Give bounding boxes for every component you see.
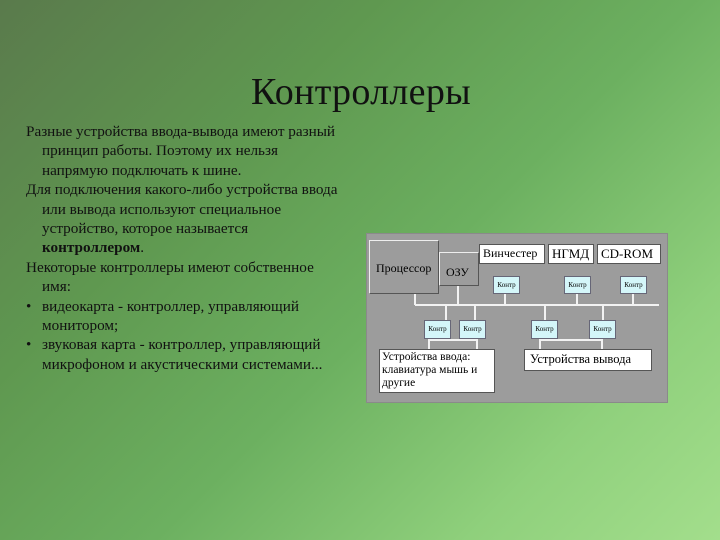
processor-bus-link <box>414 288 416 305</box>
system-bus <box>415 304 659 306</box>
output-link <box>539 339 603 341</box>
hdd-block: Винчестер <box>479 244 545 264</box>
floppy-block: НГМД <box>548 244 594 264</box>
cdrom-label: CD-ROM <box>601 246 654 261</box>
bullet-text: видеокарта - контроллер, управляющий мон… <box>42 297 299 335</box>
bus-link <box>544 305 546 320</box>
bullet-text: звуковая карта - контроллер, управляющий… <box>42 336 323 373</box>
floppy-label: НГМД <box>552 246 590 261</box>
controller-input-2: Контр <box>459 320 486 339</box>
controller-input-1: Контр <box>424 320 451 339</box>
output-link <box>601 339 603 349</box>
bus-link <box>576 294 578 304</box>
bullet-item-videocard: • видеокарта - контроллер, управляющий мо… <box>26 297 346 336</box>
paragraph-2: Для подключения какого-либо устройства в… <box>26 180 346 258</box>
slide-body: Разные устройства ввода-вывода имеют раз… <box>26 122 346 374</box>
bullet-marker: • <box>26 336 32 354</box>
bus-link <box>474 305 476 320</box>
controller-term: контроллером <box>42 239 141 257</box>
ram-block: ОЗУ <box>439 252 479 286</box>
input-link <box>476 339 478 349</box>
slide-title: Контроллеры <box>251 71 471 113</box>
hdd-label: Винчестер <box>483 246 538 260</box>
input-link <box>428 339 478 341</box>
paragraph-3: Некоторые контроллеры имеют собственное … <box>26 258 314 296</box>
cdrom-block: CD-ROM <box>597 244 661 264</box>
input-devices-label: Устройства ввода: клавиатура мышь и друг… <box>382 351 478 389</box>
input-devices-block: Устройства ввода: клавиатура мышь и друг… <box>379 349 495 393</box>
output-devices-label: Устройства вывода <box>530 352 632 366</box>
output-devices-block: Устройства вывода <box>524 349 652 371</box>
processor-label: Процессор <box>376 261 432 275</box>
controller-hdd: Контр <box>493 276 520 294</box>
bus-link <box>632 294 634 304</box>
controller-cdrom: Контр <box>620 276 647 294</box>
controller-floppy: Контр <box>564 276 591 294</box>
paragraph-1: Разные устройства ввода-вывода имеют раз… <box>26 123 336 179</box>
paragraph-2-end: . <box>140 239 145 257</box>
controller-output-1: Контр <box>531 320 558 339</box>
bus-link <box>445 305 447 320</box>
architecture-diagram: Процессор ОЗУ Винчестер НГМД CD-ROM Конт… <box>366 233 668 403</box>
bullet-marker: • <box>26 297 32 315</box>
input-link <box>428 339 430 349</box>
ram-bus-link <box>457 286 459 305</box>
controller-output-2: Контр <box>589 320 616 339</box>
bus-link <box>504 294 506 304</box>
ram-label: ОЗУ <box>446 265 469 279</box>
output-link <box>539 339 541 349</box>
bus-link <box>602 305 604 320</box>
bullet-item-soundcard: • звуковая карта - контроллер, управляющи… <box>26 335 346 374</box>
paragraph-2-text: Для подключения какого-либо устройства в… <box>26 181 338 238</box>
processor-block: Процессор <box>369 240 439 294</box>
